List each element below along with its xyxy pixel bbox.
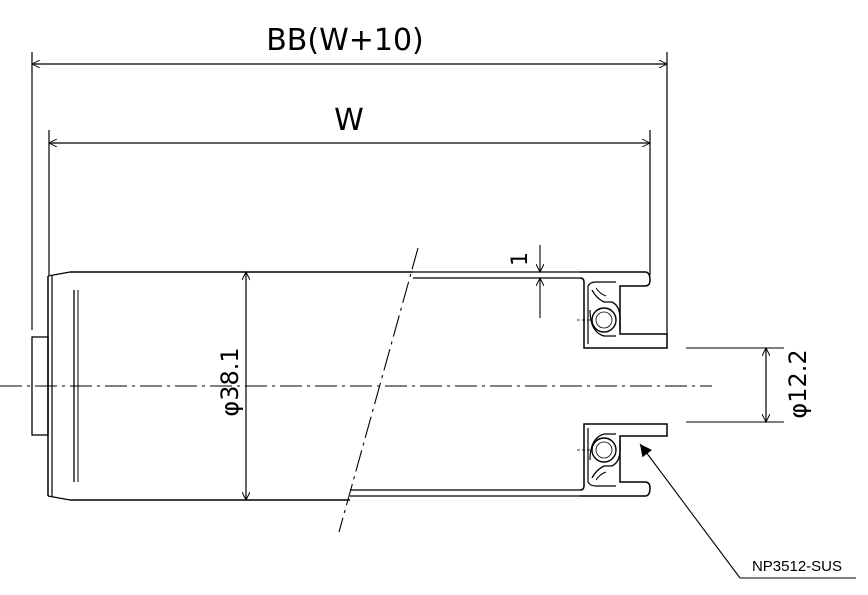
wall-thickness-label: 1 xyxy=(508,252,533,266)
overall-width-dimension: BB(W+10) xyxy=(32,23,667,335)
tube-body xyxy=(47,271,580,501)
tube-diameter-dimension: φ38.1 xyxy=(216,272,246,500)
overall-width-label: BB(W+10) xyxy=(266,23,424,58)
section-break-line xyxy=(338,247,419,533)
bearing-top xyxy=(577,271,668,349)
tube-diameter-label: φ38.1 xyxy=(216,347,244,416)
bearing-bottom xyxy=(577,423,668,497)
inner-width-label: W xyxy=(334,103,364,138)
bearing-part-number: NP3512-SUS xyxy=(752,558,842,575)
shaft-diameter-dimension: φ12.2 xyxy=(686,348,812,422)
shaft-diameter-label: φ12.2 xyxy=(784,349,812,418)
bearing-callout: NP3512-SUS xyxy=(639,443,856,579)
wall-thickness-dimension: 1 xyxy=(508,245,552,318)
inner-width-dimension: W xyxy=(49,103,650,275)
